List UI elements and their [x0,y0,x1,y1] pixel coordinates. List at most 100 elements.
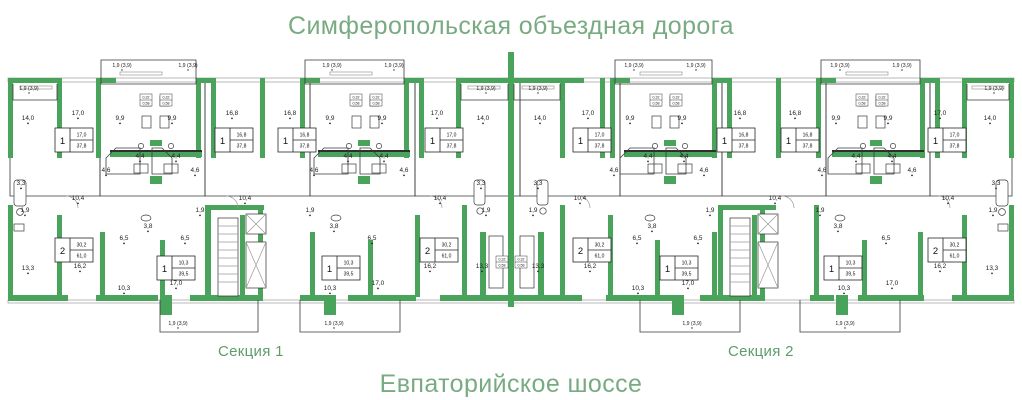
room-area-label: 13,3 [532,263,545,270]
shaft-badge-lower: 0,58 [879,102,886,106]
badge-room-count: 1 [60,136,65,147]
apartment-badge[interactable]: 116,837,8 [277,127,317,153]
apartment-badge[interactable]: 116,837,8 [780,127,820,153]
apartment-badge[interactable]: 230,261,0 [419,237,459,263]
badge-living-area: 16,8 [237,132,247,138]
balcony-area-label: 1,9 (3,9) [324,321,344,327]
apartment-badge[interactable]: 117,037,8 [424,127,464,153]
balcony-labels-top: 1,9 (3,9) 1,9 (3,9) 1,9 (3,9) 1,9 (3,9) 1,9 … [19,63,1004,94]
apartment-badge[interactable]: 230,261,0 [54,237,94,263]
badge-total-area: 61,0 [595,253,605,259]
room-area-label: 16,8 [734,110,747,117]
room-area-label: 17,0 [431,110,444,117]
room-area-label: 9,9 [884,115,893,122]
room-area-label: 16,2 [424,263,437,270]
room-area-label: 6,5 [633,235,642,242]
balcony-area-label: 1,9 (3,9) [322,63,342,69]
apartment-badge[interactable]: 230,261,0 [927,237,967,263]
room-area-label: 4,6 [908,167,917,174]
balcony-area-label: 1,9 (3,9) [528,86,548,92]
room-area-label: 4,4 [172,153,181,160]
balcony-area-label: 1,9 (3,9) [984,86,1004,92]
room-area-label: 4,6 [610,167,619,174]
room-area-label: 3,3 [17,180,26,187]
room-area-label: 9,9 [678,115,687,122]
room-area-label: 10,3 [118,285,131,292]
shaft-badge-lower: 0,58 [163,102,170,106]
room-area-label: 14,0 [22,115,35,122]
badge-room-count: 1 [430,136,435,147]
room-area-label: 3,8 [330,223,339,230]
room-area-label: 10,4 [72,195,85,202]
balcony-area-label: 1,9 (3,9) [686,63,706,69]
room-area-label: 4,4 [852,153,861,160]
badge-total-area: 39,5 [682,271,692,277]
badge-living-area: 17,0 [77,132,87,138]
badge-room-count: 1 [786,136,791,147]
balcony-area-label: 1,9 (3,9) [19,86,39,92]
room-area-label: 16,2 [934,263,947,270]
balcony-area-label: 1,9 (3,9) [835,321,855,327]
shaft-badge-lower: 0,58 [673,102,680,106]
badge-room-count: 1 [578,136,583,147]
badge-living-area: 10,3 [179,260,189,266]
room-area-label: 9,9 [832,115,841,122]
apartment-badge[interactable]: 116,837,8 [214,127,254,153]
room-area-label: 1,9 [529,207,538,214]
badge-room-count: 1 [327,264,332,275]
badge-total-area: 37,8 [739,143,749,149]
apartment-badge[interactable]: 230,261,0 [572,237,612,263]
apartment-badge[interactable]: 110,339,5 [156,255,196,281]
room-area-label: 4,6 [818,167,827,174]
shaft-badge-upper: 0,32 [518,258,525,262]
balcony-area-label: 1,9 (3,9) [112,63,132,69]
road-title-bottom: Евпаторийское шоссе [379,370,643,398]
badge-room-count: 2 [425,246,430,257]
shaft-badge-upper: 0,32 [353,96,360,100]
balcony-labels-bottom: 1,9 (3,9)1,9 (3,9)1,9 (3,9)1,9 (3,9) [168,321,855,329]
balcony-outlines-bottom [159,300,901,333]
door-swings [65,195,951,209]
room-area-label: 14,0 [477,115,490,122]
apartment-badge[interactable]: 110,339,5 [823,255,863,281]
room-area-label: 16,2 [584,263,597,270]
room-area-label: 17,0 [72,110,85,117]
shaft-badge-upper: 0,32 [143,96,150,100]
apartment-badge[interactable]: 110,339,5 [659,255,699,281]
badge-total-area: 37,8 [803,143,813,149]
shaft-badge-upper: 0,32 [653,96,660,100]
balcony-outlines-top [12,59,1010,101]
apartment-badge[interactable]: 117,037,8 [54,127,94,153]
room-area-label: 3,3 [477,180,486,187]
shaft-badge-upper: 0,32 [673,96,680,100]
apartment-badge[interactable]: 117,037,8 [927,127,967,153]
shaft-badge-lower: 0,58 [518,264,525,268]
badge-living-area: 17,0 [447,132,457,138]
bearing-walls [8,52,1014,315]
room-area-label: 10,4 [434,195,447,202]
entry-hatch [110,150,924,152]
apartment-badge[interactable]: 117,037,8 [572,127,612,153]
apartment-badge[interactable]: 110,339,5 [321,255,361,281]
badge-living-area: 17,0 [950,132,960,138]
badge-total-area: 37,8 [237,143,247,149]
badge-total-area: 37,8 [300,143,310,149]
badge-living-area: 17,0 [595,132,605,138]
room-area-label: 1,9 [306,207,315,214]
room-area-label: 3,8 [648,223,657,230]
room-area-label: 1,9 [989,207,998,214]
shaft-badge-upper: 0,32 [879,96,886,100]
apartment-badge[interactable]: 116,837,8 [716,127,756,153]
room-area-label: 10,4 [574,195,587,202]
room-area-label: 3,8 [834,223,843,230]
room-area-label: 10,3 [838,285,851,292]
room-area-label: 1,9 [482,207,491,214]
stair-elevator-core-2 [729,213,779,297]
room-area-label: 9,9 [326,115,335,122]
badge-total-area: 37,8 [950,143,960,149]
room-area-label: 13,3 [22,265,35,272]
section-1-label: Секция 1 [218,343,284,360]
